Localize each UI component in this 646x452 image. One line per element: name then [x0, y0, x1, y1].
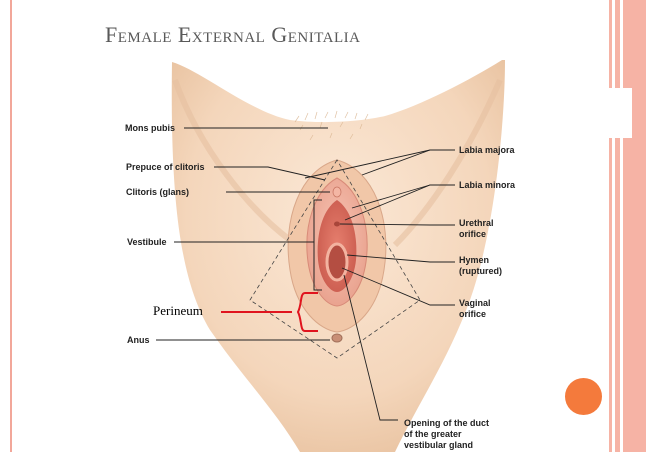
- vestibule-bracket: [313, 199, 322, 291]
- label-perineum: Perineum: [153, 303, 203, 318]
- label-labia-minora: Labia minora: [459, 180, 516, 190]
- clitoris: [332, 186, 342, 198]
- label-clitoris-glans: Clitoris (glans): [126, 187, 189, 197]
- left-thigh-crease: [172, 78, 292, 243]
- label-duct-line2: of the greater: [404, 429, 462, 439]
- urethral-orifice: [334, 221, 340, 227]
- label-urethral-orifice-line1: Urethral: [459, 218, 494, 228]
- label-urethral-orifice-line2: orifice: [459, 229, 486, 239]
- label-mons-pubis: Mons pubis: [125, 123, 175, 133]
- anus: [331, 333, 343, 343]
- vaginal-orifice: [325, 242, 349, 282]
- label-vestibule: Vestibule: [127, 237, 167, 247]
- left-border-line: [10, 0, 12, 452]
- dashed-region-outline: [249, 159, 421, 359]
- slide-title: Female External Genitalia: [105, 22, 361, 47]
- label-duct-line1: Opening of the duct: [404, 418, 489, 428]
- label-hymen-line2: (ruptured): [459, 266, 502, 276]
- right-decorative-band: [606, 0, 646, 452]
- label-duct-line3: vestibular gland: [404, 440, 473, 450]
- label-hymen-line1: Hymen: [459, 255, 489, 265]
- leader-lines-right: [304, 149, 455, 421]
- label-vaginal-orifice-line2: orifice: [459, 309, 486, 319]
- right-thigh-crease: [392, 78, 503, 248]
- perineum-bracket: [221, 292, 318, 332]
- label-vaginal-orifice-line1: Vaginal: [459, 298, 491, 308]
- right-band-notch: [606, 88, 632, 138]
- leader-lines-left: [156, 127, 330, 341]
- label-prepuce-of-clitoris: Prepuce of clitoris: [126, 162, 205, 172]
- mons-hair: [294, 110, 369, 141]
- orange-circle-decoration: [565, 378, 602, 415]
- label-labia-majora: Labia majora: [459, 145, 516, 155]
- label-anus: Anus: [127, 335, 150, 345]
